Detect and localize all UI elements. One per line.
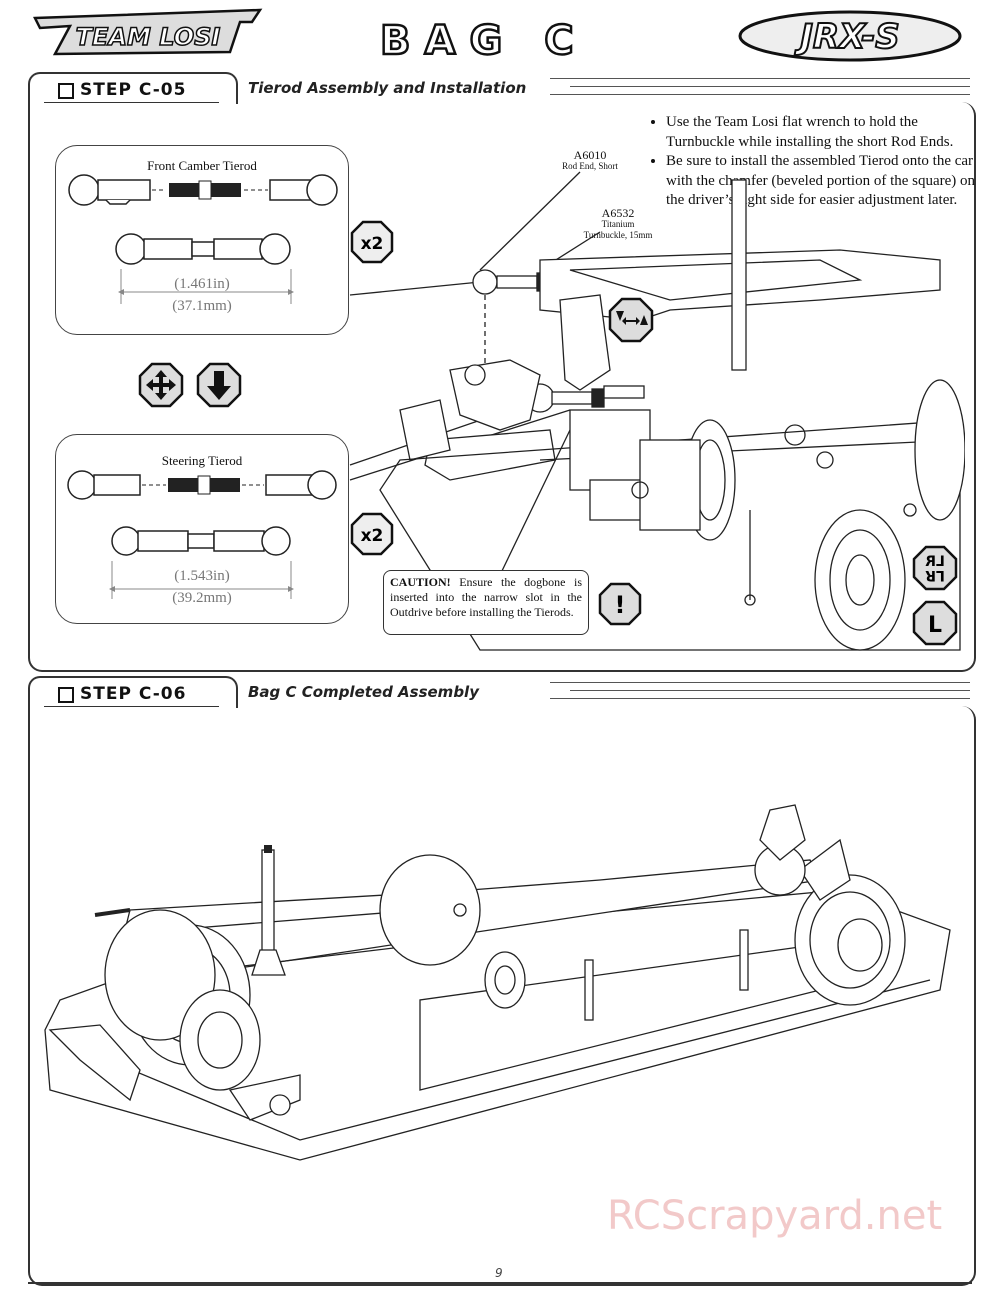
- step-c06-tab: STEP C-06: [28, 676, 238, 708]
- brand-right-text: JRX-S: [794, 17, 900, 57]
- step-c06-underline: [44, 706, 219, 707]
- part-name: Titanium: [601, 219, 635, 229]
- front-camber-length-in: (1.461in): [174, 276, 230, 292]
- part-label-a6532: A6532 Titanium Turnbuckle, 15mm: [568, 206, 668, 241]
- front-camber-parts-diagram: [68, 174, 338, 304]
- team-losi-logo: TEAM LOSI: [33, 8, 263, 56]
- page-number: 9: [495, 1266, 503, 1280]
- quantity-x2-badge: x2: [350, 512, 394, 556]
- jrx-s-logo: JRX-S: [738, 10, 962, 62]
- steering-length-block: (1.543in) (39.2mm): [56, 565, 348, 609]
- adjust-arrows-icon: [608, 297, 654, 343]
- tierod-installation-illustration: [349, 171, 965, 651]
- step-c05-label: STEP C-05: [80, 80, 187, 100]
- steering-tierod-box: Steering Tierod (1.543in) (39.2mm): [55, 434, 349, 624]
- qty-text: x2: [361, 234, 384, 254]
- step-c05-header-lines: [230, 74, 970, 104]
- arrows-four-way-icon: [138, 362, 184, 408]
- svg-text:LR: LR: [925, 567, 945, 583]
- caution-label: CAUTION!: [390, 575, 451, 589]
- step-c05-subtitle: Tierod Assembly and Installation: [248, 79, 527, 97]
- caution-text: Ensure the dogbone is inserted into the …: [390, 575, 583, 619]
- step-c06-header-lines: [230, 678, 970, 708]
- step-c05-panel: [28, 102, 976, 672]
- step-c06-label: STEP C-06: [80, 684, 187, 704]
- qty-text: x2: [361, 526, 384, 546]
- steering-length-mm: (39.2mm): [172, 590, 232, 606]
- front-camber-tierod-box: Front Camber Tierod (1.461in) (37.1mm): [55, 145, 349, 335]
- step-c05-underline: [44, 102, 219, 103]
- checkbox-icon: [58, 687, 74, 703]
- instruction-item: Use the Team Losi flat wrench to hold th…: [666, 113, 986, 152]
- part-code: A6532: [601, 206, 635, 220]
- completed-chassis-illustration: [44, 804, 951, 1161]
- arrow-down-icon: [196, 362, 242, 408]
- part-code: A6010: [573, 148, 607, 162]
- steering-parts-diagram: [67, 470, 337, 599]
- svg-text:LR: LR: [925, 554, 945, 570]
- watermark: RCScrapyard.net: [607, 1193, 943, 1239]
- left-side-icon: L: [912, 600, 958, 646]
- front-camber-length-mm: (37.1mm): [172, 298, 232, 314]
- step-c06-panel: [28, 706, 976, 1286]
- bag-title: BAG C: [379, 17, 588, 66]
- exclamation-icon: !: [598, 582, 642, 626]
- checkbox-icon: [58, 83, 74, 99]
- caution-note: CAUTION! Ensure the dogbone is inserted …: [383, 570, 589, 635]
- brand-left-text: TEAM LOSI: [76, 23, 221, 51]
- step-c06-subtitle: Bag C Completed Assembly: [248, 683, 479, 701]
- left-side-glyph: L: [928, 613, 942, 638]
- quantity-x2-badge: x2: [350, 220, 394, 264]
- step-c05-tab: STEP C-05: [28, 72, 238, 104]
- front-camber-caption: Front Camber Tierod: [147, 158, 257, 173]
- part-name: Rod End, Short: [562, 161, 618, 171]
- mirror-lr-icon: LR LR: [912, 545, 958, 591]
- steering-caption: Steering Tierod: [161, 453, 243, 468]
- alert-glyph: !: [615, 591, 626, 619]
- part-name: Turnbuckle, 15mm: [583, 230, 653, 240]
- steering-length-in: (1.543in): [174, 568, 230, 584]
- footer-rule: [28, 1282, 972, 1284]
- front-camber-length-block: (1.461in) (37.1mm): [56, 273, 348, 317]
- part-label-a6010: A6010 Rod End, Short: [545, 148, 635, 172]
